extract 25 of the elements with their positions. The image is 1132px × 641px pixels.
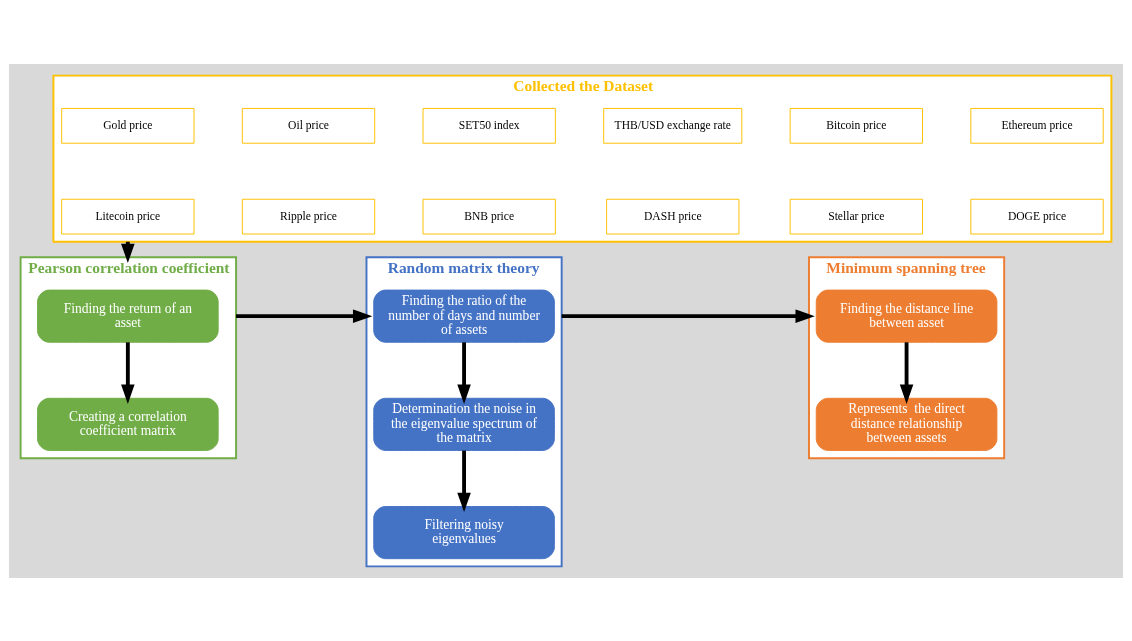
node-box: Bitcoin price: [789, 107, 923, 144]
node-box: Gold price: [61, 107, 195, 144]
node-box: Finding the return of an asset: [37, 289, 219, 343]
node-box: Litecoin price: [61, 198, 195, 235]
node-box: Filtering noisy eigenvalues: [373, 505, 555, 559]
node-box: DASH price: [606, 198, 740, 235]
node-box: Finding the ratio of the number of days and number of assets: [373, 289, 555, 343]
node-box: Creating a correlation coefficient matrix: [37, 397, 219, 451]
node-box: Represents the direct distance relationship between assets: [815, 397, 998, 451]
node-box: THB/USD exchange rate: [603, 107, 743, 144]
arrow: [457, 450, 471, 512]
node-box: Ethereum price: [970, 107, 1104, 144]
node-box: Determination the noise in the eigenvalue spectrum of the matrix: [373, 397, 555, 451]
node-box: Oil price: [241, 107, 376, 144]
arrow: [121, 341, 135, 404]
node-box: Finding the distance line between asset: [815, 289, 998, 343]
arrow: [899, 341, 914, 404]
arrow: [236, 308, 373, 323]
arrow: [457, 341, 471, 404]
node-box: Ripple price: [241, 198, 376, 235]
node-box: SET50 index: [422, 107, 556, 144]
node-box: DOGE price: [970, 198, 1104, 235]
arrow: [561, 308, 815, 323]
node-box: BNB price: [422, 198, 556, 235]
node-box: Stellar price: [789, 198, 923, 235]
